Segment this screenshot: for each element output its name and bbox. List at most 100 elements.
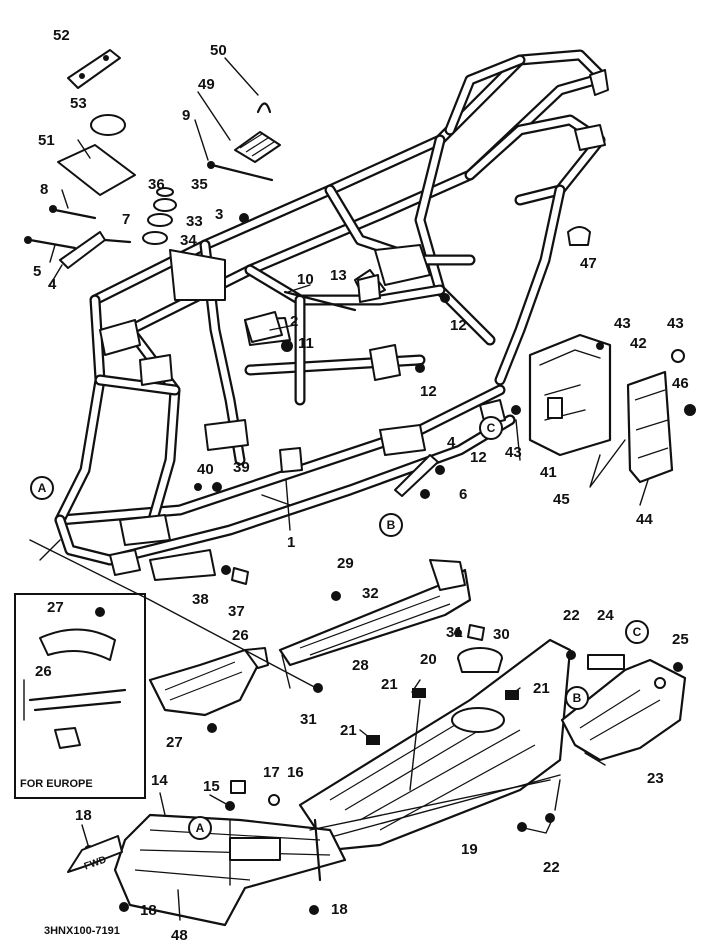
callout-31: 31 — [446, 624, 463, 641]
callout-22: 22 — [563, 607, 580, 624]
washers-33-36 — [142, 187, 177, 245]
bolt-18c — [309, 905, 319, 915]
callout-14: 14 — [151, 772, 168, 789]
callout-45: 45 — [553, 491, 570, 508]
bracket-4-right — [394, 454, 439, 497]
callout-10: 10 — [297, 271, 314, 288]
bracket-41 — [528, 333, 612, 457]
bolt-25 — [673, 662, 683, 672]
callout-21: 21 — [340, 722, 357, 739]
bolt-40 — [194, 483, 202, 491]
bolt-16 — [268, 794, 280, 806]
cap-47 — [567, 226, 591, 246]
callout-47: 47 — [580, 255, 597, 272]
callout-27: 27 — [166, 734, 183, 751]
callout-27: 27 — [47, 599, 64, 616]
bolt-39 — [212, 482, 222, 492]
callout-18: 18 — [331, 901, 348, 918]
callout-33: 33 — [186, 213, 203, 230]
callout-12: 12 — [470, 449, 487, 466]
callout-29: 29 — [337, 555, 354, 572]
callout-23: 23 — [647, 770, 664, 787]
callout-46: 46 — [672, 375, 689, 392]
callout-43: 43 — [667, 315, 684, 332]
callout-35: 35 — [191, 176, 208, 193]
mount-13 — [357, 274, 381, 303]
callout-39: 39 — [233, 459, 250, 476]
callout-42: 42 — [630, 335, 647, 352]
bolt-18b — [119, 902, 129, 912]
callout-2: 2 — [290, 313, 299, 330]
bolt-37 — [231, 567, 249, 585]
callout-50: 50 — [210, 42, 227, 59]
main-frame-1 — [54, 49, 609, 581]
callout-43: 43 — [505, 444, 522, 461]
callout-53: 53 — [70, 95, 87, 112]
bolt-7 — [103, 238, 132, 244]
bolt-31a — [454, 629, 462, 637]
callout-17: 17 — [263, 764, 280, 781]
callout-20: 20 — [420, 651, 437, 668]
callout-8: 8 — [40, 181, 49, 198]
callout-18: 18 — [75, 807, 92, 824]
callout-25: 25 — [672, 631, 689, 648]
callout-4: 4 — [48, 276, 57, 293]
callout-52: 52 — [53, 27, 70, 44]
callout-44: 44 — [636, 511, 653, 528]
guard-23 — [560, 658, 687, 762]
ref-marker-a: A — [30, 476, 54, 500]
clip-49-50 — [234, 102, 281, 163]
ref-marker-a: A — [188, 816, 212, 840]
bolt-31b — [313, 683, 323, 693]
bolt-10 — [283, 290, 357, 312]
callout-28: 28 — [352, 657, 369, 674]
callout-7: 7 — [122, 211, 131, 228]
pad-21a — [412, 688, 426, 698]
callout-34: 34 — [180, 232, 197, 249]
callout-51: 51 — [38, 132, 55, 149]
callout-40: 40 — [197, 461, 214, 478]
nut-11 — [281, 340, 293, 352]
bolt-8 — [53, 208, 97, 220]
callout-31: 31 — [300, 711, 317, 728]
callout-3: 3 — [215, 206, 224, 223]
ref-marker-b: B — [379, 513, 403, 537]
ref-marker-c: C — [625, 620, 649, 644]
pad-17 — [230, 780, 246, 794]
ref-marker-b: B — [565, 686, 589, 710]
cover-44 — [626, 370, 674, 484]
callout-38: 38 — [192, 591, 209, 608]
sticker-53 — [90, 114, 126, 136]
callout-16: 16 — [287, 764, 304, 781]
callout-9: 9 — [182, 107, 191, 124]
callout-1: 1 — [287, 534, 296, 551]
callout-18: 18 — [140, 902, 157, 919]
callout-37: 37 — [228, 603, 245, 620]
callout-11: 11 — [298, 335, 314, 352]
inset-frame — [14, 593, 146, 799]
callout-21: 21 — [533, 680, 550, 697]
callout-30: 30 — [493, 626, 510, 643]
callout-43: 43 — [614, 315, 631, 332]
inset-caption: FOR EUROPE — [20, 778, 93, 790]
callout-49: 49 — [198, 76, 215, 93]
callout-6: 6 — [459, 486, 468, 503]
plate-51 — [57, 144, 136, 196]
bolt-9 — [210, 163, 274, 182]
ref-marker-c: C — [479, 416, 503, 440]
bracket-2 — [244, 311, 283, 343]
nut-38 — [221, 565, 231, 575]
inset-guard-europe — [23, 607, 127, 749]
callout-19: 19 — [461, 841, 478, 858]
callout-12: 12 — [420, 383, 437, 400]
bolt-27b — [207, 723, 217, 733]
callout-48: 48 — [171, 927, 188, 944]
callout-5: 5 — [33, 263, 42, 280]
nut-6 — [420, 489, 430, 499]
bolt-3 — [239, 213, 249, 223]
callout-15: 15 — [203, 778, 220, 795]
callout-12: 12 — [450, 317, 467, 334]
fwd-arrow — [67, 835, 123, 873]
